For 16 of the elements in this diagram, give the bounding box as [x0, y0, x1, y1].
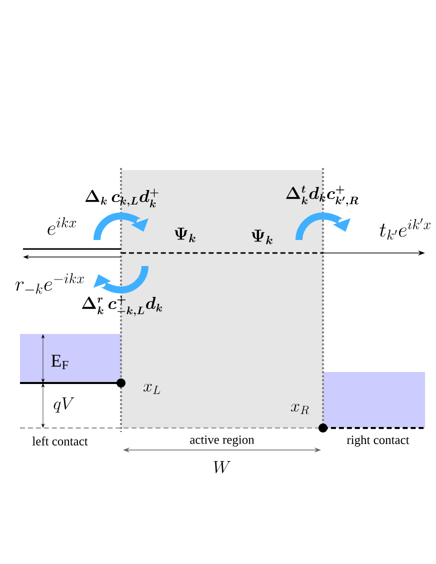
wave-label: $\Psi_k$: [252, 230, 272, 244]
position-label: $x_R$: [290, 404, 309, 414]
energy-label: $\mathrm{E_F}$: [51, 354, 68, 370]
wave-label: $r_{-k} e^{-ikx}$: [15, 273, 84, 294]
position-label: $x_L$: [143, 384, 160, 394]
region-label: left contact: [32, 436, 88, 446]
formula-label: $\Delta^t_k d_k c^+_{k',R}$: [286, 186, 358, 206]
wave-label: $t_{k'} e^{ik'x}$: [380, 218, 431, 240]
formula-label: $\Delta^r_k\, c^+_{-k,L} d_k$: [82, 296, 162, 316]
wave-label: $\Psi_k$: [174, 228, 196, 242]
energy-label: $qV$: [54, 397, 74, 413]
region-label: right contact: [346, 435, 410, 447]
region-label: active region: [190, 436, 254, 446]
formula-label: $\Delta_k\, c_{k,L} d_k^+$: [85, 188, 158, 208]
dimension-label: $W$: [214, 461, 231, 474]
wave-label: $e^{ikx}$: [48, 217, 76, 235]
